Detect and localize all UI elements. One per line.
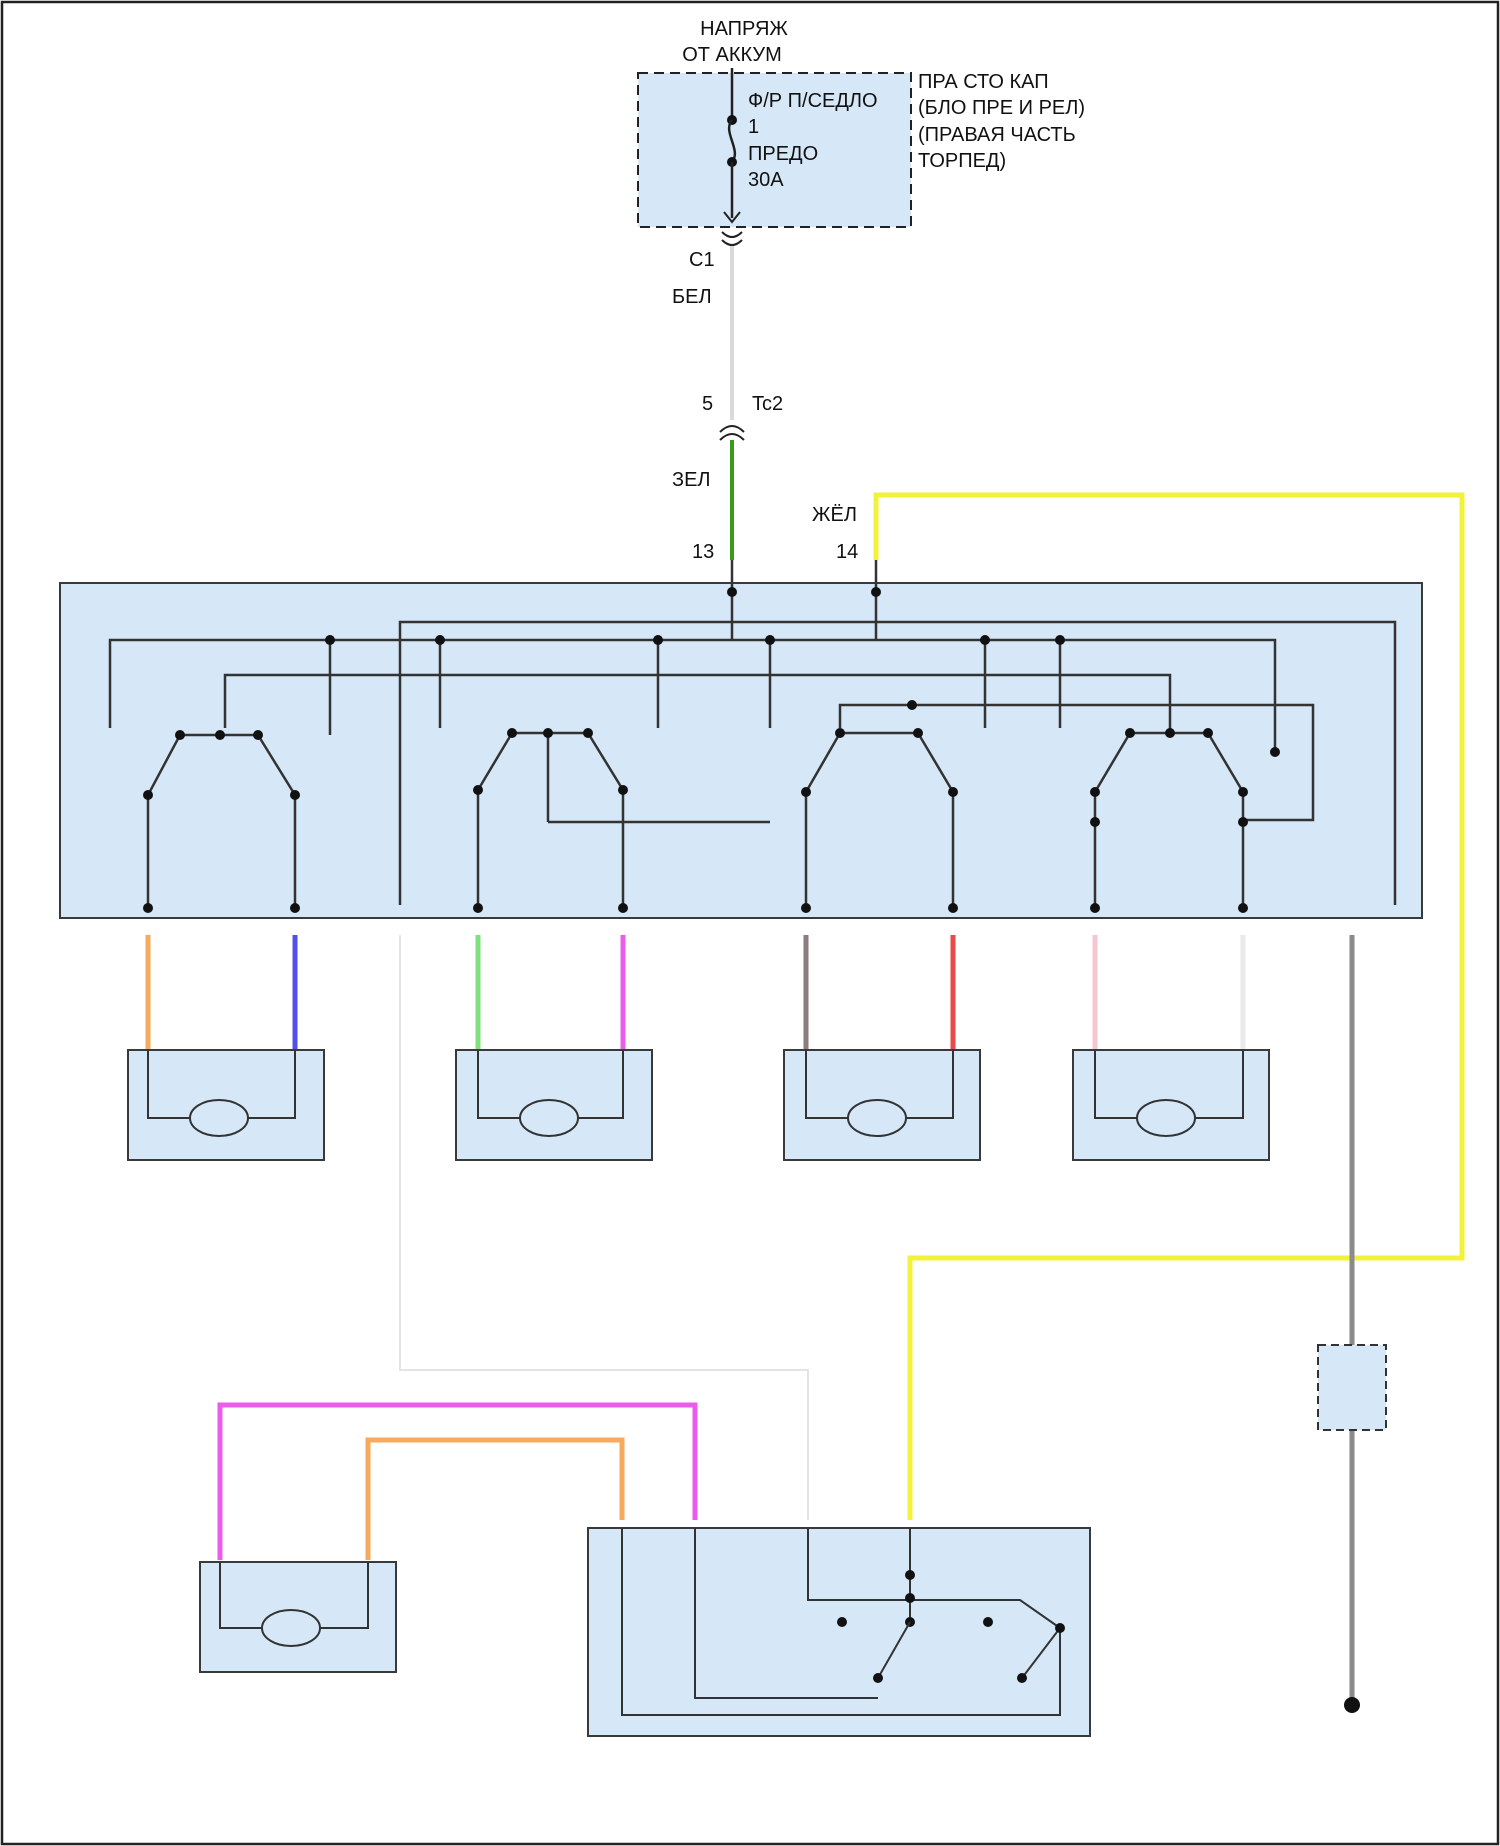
motor-lift [784,1050,980,1160]
fuse-name-line1: Ф/Р П/СЕДЛО [748,90,878,112]
power-source-label-line2: ОТ АККУМ [682,44,782,66]
connector-c1-label: C1 [689,249,715,271]
connector-tc2-symbol [720,426,744,440]
connector-tc2-label: Tc2 [752,393,783,415]
fuse-box-location-line1: ПРА СТО КАП [918,71,1049,93]
motor-lumbar [200,1562,396,1672]
pin-13: 13 [692,541,714,563]
fuse-rating: 30A [748,169,784,191]
fuse-box-location-line3: (ПРАВАЯ ЧАСТЬ [918,124,1076,146]
connector-c1-symbol [722,232,742,245]
connector-tc2-pin: 5 [702,393,713,415]
wire-color-white-top: БЕЛ [672,286,712,308]
ground-connector-box [1318,1345,1386,1430]
wire-orange-2 [368,1440,622,1560]
power-source-label-line1: НАПРЯЖ [700,18,788,40]
motor-slide [128,1050,324,1160]
junction-b [727,587,737,597]
wire-color-yellow-top: ЖЁЛ [812,504,857,526]
pin-14: 14 [836,541,858,563]
wire-color-green: ЗЕЛ [672,469,711,491]
motor-recline [1073,1050,1269,1160]
wire-white-lower [400,935,808,1520]
motor-front-vertical [456,1050,652,1160]
junction-b1 [871,587,881,597]
fuse-name-line3: ПРЕДО [748,143,818,165]
ground-point [1344,1697,1360,1713]
fuse-name-line2: 1 [748,116,759,138]
fuse-box-location-line2: (БЛО ПРЕ И РЕЛ) [918,97,1085,119]
lumbar-switch-box [588,1528,1090,1736]
fuse-box-location-line4: ТОРПЕД) [918,150,1006,172]
